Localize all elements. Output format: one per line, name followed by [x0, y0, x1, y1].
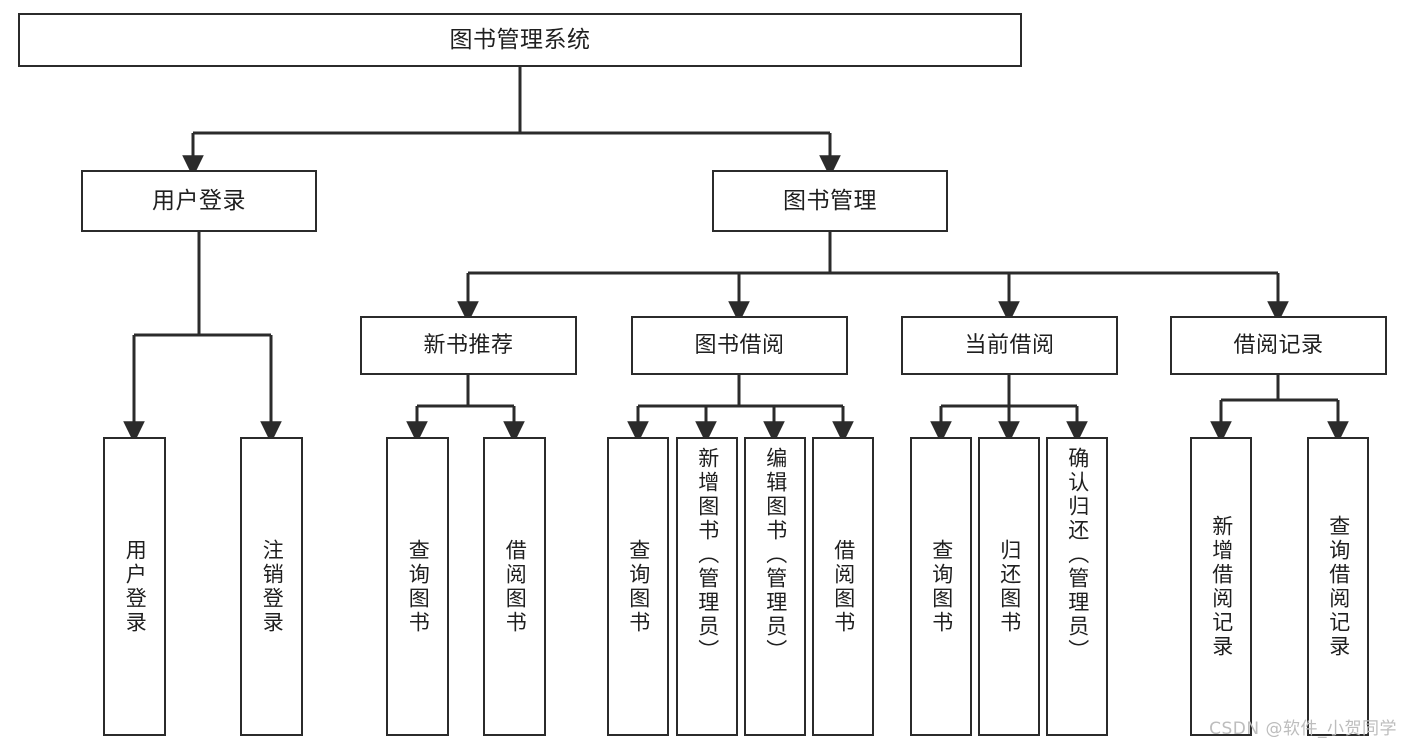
node-label: 图书借阅	[694, 332, 785, 358]
node-label: 借阅图书	[831, 538, 856, 635]
leaf-book-borrow-add[interactable]: 新增图书（管理员）	[676, 437, 738, 736]
node-label: 查询图书	[626, 538, 651, 635]
leaf-current-borrow-return[interactable]: 归还图书	[978, 437, 1040, 736]
leaf-book-borrow-borrow[interactable]: 借阅图书	[812, 437, 874, 736]
leaf-borrow-record-query[interactable]: 查询借阅记录	[1307, 437, 1369, 736]
node-label: 借阅记录	[1233, 332, 1324, 358]
node-label: 用户登录	[123, 538, 148, 635]
node-book-management[interactable]: 图书管理	[712, 170, 948, 232]
node-root-system[interactable]: 图书管理系统	[18, 13, 1022, 67]
node-label: 注销登录	[260, 538, 285, 635]
leaf-user-login-signin[interactable]: 用户登录	[103, 437, 166, 736]
node-label: 新书推荐	[423, 332, 514, 358]
node-label: 新增借阅记录	[1209, 514, 1234, 659]
node-borrow-record[interactable]: 借阅记录	[1170, 316, 1387, 375]
node-new-book-recommend[interactable]: 新书推荐	[360, 316, 577, 375]
node-label: 查询图书	[929, 538, 954, 635]
node-label: 归还图书	[997, 538, 1022, 635]
node-book-borrow[interactable]: 图书借阅	[631, 316, 848, 375]
leaf-book-borrow-query[interactable]: 查询图书	[607, 437, 669, 736]
node-label: 查询图书	[406, 538, 431, 635]
node-user-login[interactable]: 用户登录	[81, 170, 317, 232]
leaf-user-login-signout[interactable]: 注销登录	[240, 437, 303, 736]
node-label: 查询借阅记录	[1326, 514, 1351, 659]
node-label: 图书管理	[783, 187, 877, 214]
node-label: 图书管理系统	[449, 26, 591, 53]
node-label: 新增图书（管理员）	[695, 447, 720, 663]
node-label: 编辑图书（管理员）	[763, 447, 788, 663]
node-label: 确认归还（管理员）	[1065, 447, 1090, 663]
node-label: 用户登录	[152, 187, 246, 214]
leaf-book-borrow-edit[interactable]: 编辑图书（管理员）	[744, 437, 806, 736]
leaf-current-borrow-query[interactable]: 查询图书	[910, 437, 972, 736]
leaf-borrow-record-add[interactable]: 新增借阅记录	[1190, 437, 1252, 736]
node-label: 借阅图书	[503, 538, 528, 635]
node-label: 当前借阅	[964, 332, 1055, 358]
leaf-new-book-borrow[interactable]: 借阅图书	[483, 437, 546, 736]
leaf-current-borrow-confirm[interactable]: 确认归还（管理员）	[1046, 437, 1108, 736]
node-current-borrow[interactable]: 当前借阅	[901, 316, 1118, 375]
leaf-new-book-query[interactable]: 查询图书	[386, 437, 449, 736]
